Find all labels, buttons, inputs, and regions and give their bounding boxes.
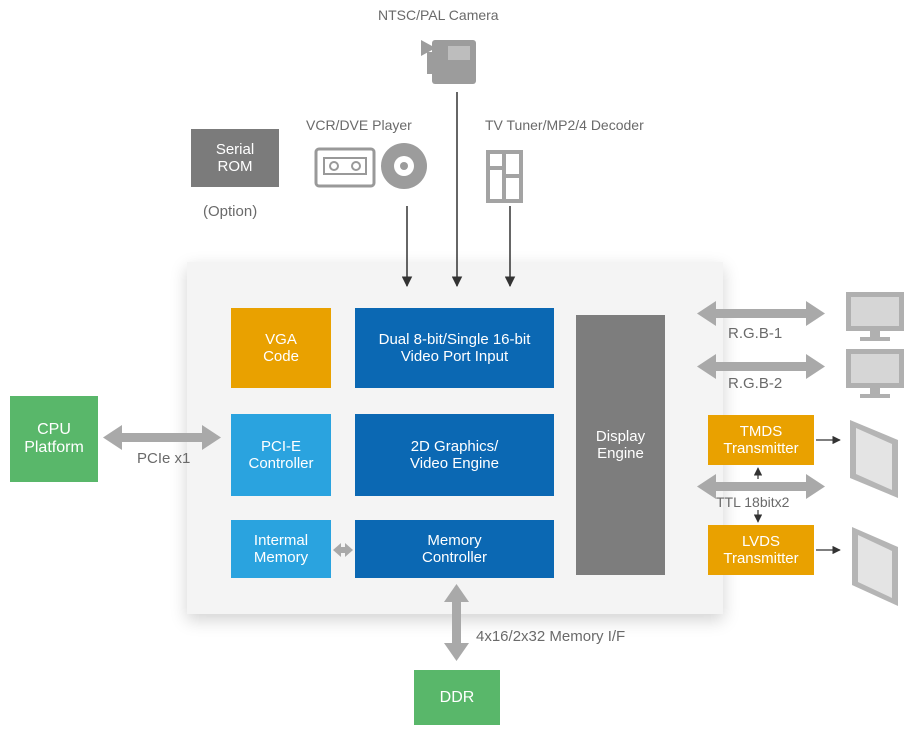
vcr-tape-icon xyxy=(314,147,376,188)
rgb1-double-arrow xyxy=(697,301,825,326)
graphics-video-engine-block: 2D Graphics/ Video Engine xyxy=(355,414,554,496)
pcie-double-arrow xyxy=(103,425,221,450)
tuner-card-icon xyxy=(486,150,523,203)
memory-controller-block: Memory Controller xyxy=(355,520,554,578)
transmitter-output-arrows xyxy=(816,435,841,555)
vcr-label: VCR/DVE Player xyxy=(306,117,412,133)
memory-bus-label: 4x16/2x32 Memory I/F xyxy=(476,628,626,645)
pcie-controller-block: PCI-E Controller xyxy=(231,414,331,496)
monitor-icon-rgb2 xyxy=(846,349,904,398)
video-input-arrows xyxy=(401,92,516,288)
tmds-transmitter-box: TMDS Transmitter xyxy=(708,415,814,465)
pcie-bus-label: PCIe x1 xyxy=(137,450,191,467)
camera-label: NTSC/PAL Camera xyxy=(378,7,499,23)
dvd-disc-icon xyxy=(381,143,427,189)
rgb2-label: R.G.B-2 xyxy=(728,375,783,392)
serial-rom-box: Serial ROM xyxy=(191,129,279,187)
rgb2-double-arrow xyxy=(697,354,825,379)
camera-icon xyxy=(421,40,476,84)
display-engine-block: Display Engine xyxy=(576,315,665,575)
ttl-double-arrow xyxy=(697,474,825,499)
tuner-label: TV Tuner/MP2/4 Decoder xyxy=(485,117,644,133)
flat-panel-icon-lvds xyxy=(852,527,898,606)
serial-rom-option: (Option) xyxy=(203,203,258,220)
lvds-transmitter-box: LVDS Transmitter xyxy=(708,525,814,575)
internal-memory-block: Intermal Memory xyxy=(231,520,331,578)
cpu-platform-box: CPU Platform xyxy=(10,396,98,482)
ttl-label: TTL 18bitx2 xyxy=(716,494,790,510)
rgb1-label: R.G.B-1 xyxy=(728,325,783,342)
memory-bus-double-arrow xyxy=(444,584,469,661)
vga-code-block: VGA Code xyxy=(231,308,331,388)
ddr-box: DDR xyxy=(414,670,500,725)
monitor-icon-rgb1 xyxy=(846,292,904,341)
internal-memory-arrow xyxy=(333,543,353,557)
video-port-input-block: Dual 8-bit/Single 16-bit Video Port Inpu… xyxy=(355,308,554,388)
flat-panel-icon-tmds xyxy=(850,420,898,498)
